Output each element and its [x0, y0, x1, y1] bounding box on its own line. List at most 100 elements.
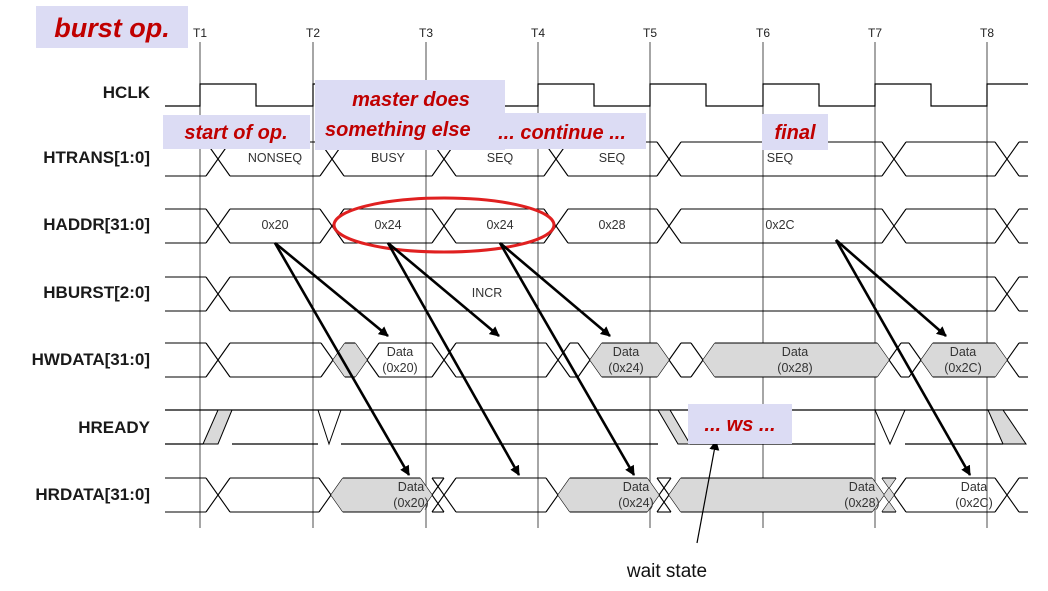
clock-labels: T1 T2 T3 T4 T5 T6 T7 T8	[193, 26, 994, 40]
hwdata-data-label: Data	[387, 345, 413, 359]
hwdata-shaded-segment	[333, 343, 367, 377]
arrow	[834, 239, 972, 476]
hwdata-transition	[545, 342, 571, 378]
clock-label-t7: T7	[868, 26, 882, 40]
haddr-transition	[881, 208, 907, 244]
clock-label-t8: T8	[980, 26, 994, 40]
hburst-value: INCR	[472, 286, 503, 300]
hwdata-shaded-segment	[590, 343, 669, 377]
haddr-transition	[656, 208, 682, 244]
wait-state-label: wait state	[626, 561, 707, 582]
hrdata-value: (0x28)	[844, 496, 879, 510]
signal-label-htrans: HTRANS[1:0]	[43, 148, 150, 167]
start-callout: start of op.	[163, 115, 310, 149]
haddr-transition	[994, 208, 1020, 244]
signal-label-haddr: HADDR[31:0]	[43, 215, 150, 234]
hready-waveform	[165, 409, 1028, 446]
title-callout: burst op.	[36, 6, 188, 48]
haddr-transition	[205, 208, 231, 244]
signal-label-hburst: HBURST[2:0]	[43, 283, 150, 302]
haddr-value: 0x24	[486, 218, 513, 232]
clock-label-t2: T2	[306, 26, 320, 40]
hrdata-shaded-segment	[558, 478, 659, 512]
arrow	[386, 242, 521, 476]
arrow	[835, 239, 947, 337]
haddr-value: 0x24	[374, 218, 401, 232]
haddr-value: 0x20	[261, 218, 288, 232]
hrdata-shaded-segment	[331, 478, 432, 512]
ws-callout: ... ws ...	[688, 404, 792, 444]
clock-label-t1: T1	[193, 26, 207, 40]
note-ws: ... ws ...	[704, 414, 775, 436]
bus-values: NONSEQ BUSY SEQ SEQ SEQ 0x20 0x24 0x24 0…	[248, 151, 795, 300]
hwdata-value: (0x28)	[777, 361, 812, 375]
haddr-transition	[431, 208, 457, 244]
hrdata-value: (0x20)	[393, 496, 428, 510]
hwdata-value: (0x2C)	[944, 361, 982, 375]
data-values: Data (0x20) Data (0x24) Data (0x28) Data…	[382, 345, 992, 510]
hwdata-shaded-segment	[921, 343, 1007, 377]
arrow	[274, 241, 389, 338]
final-callout-bg	[762, 114, 828, 150]
htrans-value: BUSY	[371, 151, 406, 165]
htrans-value: SEQ	[487, 151, 514, 165]
htrans-transition	[881, 141, 907, 177]
arrow	[498, 242, 636, 476]
hrdata-value: (0x24)	[618, 496, 653, 510]
final-callout: final	[762, 114, 828, 150]
clock-label-t6: T6	[756, 26, 770, 40]
ws-callout-bg	[688, 404, 792, 444]
hwdata-shaded-segment	[703, 343, 889, 377]
dependency-arrows	[273, 239, 972, 476]
hrdata-value: (0x2C)	[955, 496, 993, 510]
htrans-transition	[656, 141, 682, 177]
hwdata-value: (0x20)	[382, 361, 417, 375]
clock-label-t5: T5	[643, 26, 657, 40]
hwdata-data-label: Data	[950, 345, 976, 359]
note-master-line2: something else	[325, 119, 471, 141]
hrdata-shaded-segment	[882, 478, 896, 512]
hrdata-transition	[994, 477, 1020, 513]
wait-state-pointer	[696, 440, 720, 544]
htrans-value: SEQ	[599, 151, 626, 165]
continue-callout-bg	[478, 113, 646, 149]
note-start: start of op.	[184, 122, 287, 144]
hrdata-data-label: Data	[961, 480, 987, 494]
hrdata-data-label: Data	[623, 480, 649, 494]
start-callout-bg	[163, 115, 310, 149]
hready-transition-dip	[874, 409, 906, 446]
hready-transition-shaded	[987, 409, 1027, 445]
clock-label-t4: T4	[531, 26, 545, 40]
arrow	[499, 242, 611, 337]
signal-labels: HCLK HTRANS[1:0] HADDR[31:0] HBURST[2:0]…	[32, 83, 151, 504]
highlight-ellipse	[332, 196, 556, 254]
signal-label-hready: HREADY	[78, 418, 150, 437]
arrow	[273, 242, 411, 476]
arrow	[387, 242, 500, 337]
hburst-transition	[205, 276, 231, 312]
signal-label-hclk: HCLK	[103, 83, 151, 102]
signal-label-hrdata: HRDATA[31:0]	[35, 485, 150, 504]
continue-callout: ... continue ...	[478, 113, 646, 149]
diagram-title: burst op.	[54, 13, 170, 43]
note-final: final	[774, 122, 816, 144]
hwdata-transition	[431, 342, 457, 378]
hwdata-data-label: Data	[613, 345, 639, 359]
hrdata-transition	[205, 477, 231, 513]
title-callout-bg	[36, 6, 188, 48]
hready-transition-shaded	[657, 409, 691, 445]
hwdata-value: (0x24)	[608, 361, 643, 375]
htrans-transition	[994, 141, 1020, 177]
signal-label-hwdata: HWDATA[31:0]	[32, 350, 150, 369]
note-continue: ... continue ...	[498, 122, 626, 144]
haddr-value: 0x28	[598, 218, 625, 232]
htrans-value: NONSEQ	[248, 151, 302, 165]
hclk-waveform	[165, 83, 1028, 107]
hrdata-transition	[431, 477, 457, 513]
haddr-value: 0x2C	[765, 218, 794, 232]
hwdata-data-label: Data	[782, 345, 808, 359]
bus-waveforms	[165, 141, 1028, 513]
htrans-value: SEQ	[767, 151, 794, 165]
hready-transition-shaded	[202, 409, 233, 445]
